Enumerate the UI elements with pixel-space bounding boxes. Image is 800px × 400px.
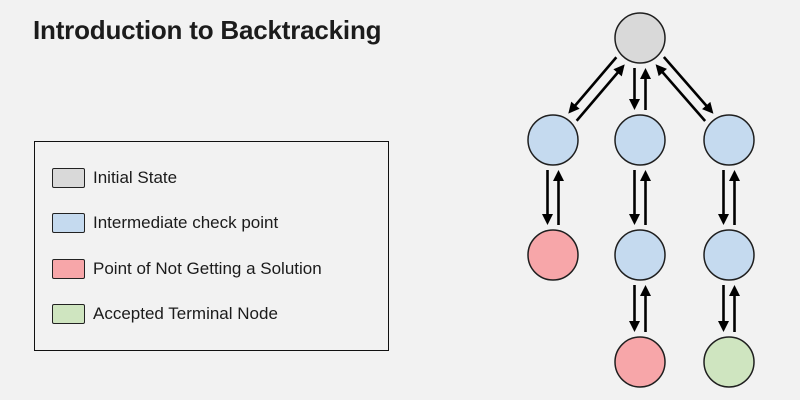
edge-arrow-line bbox=[661, 70, 707, 122]
edge-arrowhead bbox=[718, 321, 729, 332]
legend-item-accepted-terminal-node: Accepted Terminal Node bbox=[52, 304, 388, 325]
edge-arrowhead bbox=[542, 214, 553, 225]
legend-item-intermediate-check-point: Intermediate check point bbox=[52, 213, 388, 234]
no-solution-swatch bbox=[52, 258, 85, 279]
tree-node-n6-intermediate bbox=[703, 229, 755, 281]
tree-node-n7-no_solution bbox=[614, 336, 666, 388]
tree-node-n2-intermediate bbox=[614, 114, 666, 166]
legend-label-intermediate-check-point: Intermediate check point bbox=[93, 213, 279, 233]
edge-arrowhead bbox=[729, 170, 740, 181]
legend-label-initial-state: Initial State bbox=[93, 167, 178, 187]
edge-arrowhead bbox=[640, 285, 651, 296]
edge-arrowhead bbox=[702, 101, 714, 114]
page-title: Introduction to Backtracking bbox=[33, 15, 382, 45]
legend-item-initial-state: Initial State bbox=[52, 167, 388, 188]
edge-arrowhead bbox=[613, 64, 625, 77]
legend-box: Initial State Intermediate check point P… bbox=[34, 141, 389, 351]
edge-arrowhead bbox=[629, 321, 640, 332]
intermediate-check-point-swatch bbox=[52, 213, 85, 234]
edge-arrowhead bbox=[629, 214, 640, 225]
tree-node-n4-no_solution bbox=[527, 229, 579, 281]
initial-state-swatch bbox=[52, 167, 85, 188]
tree-node-n3-intermediate bbox=[703, 114, 755, 166]
edge-arrowhead bbox=[553, 170, 564, 181]
legend-label-no-solution: Point of Not Getting a Solution bbox=[93, 258, 322, 278]
edge-arrowhead bbox=[655, 64, 667, 77]
tree-node-n1-intermediate bbox=[527, 114, 579, 166]
legend-item-no-solution: Point of Not Getting a Solution bbox=[52, 258, 388, 279]
tree-node-n8-accepted bbox=[703, 336, 755, 388]
edge-arrow-line bbox=[573, 56, 618, 107]
edge-arrowhead bbox=[568, 101, 580, 114]
edge-arrow-line bbox=[575, 71, 620, 122]
tree-node-n5-intermediate bbox=[614, 229, 666, 281]
edge-arrowhead bbox=[729, 285, 740, 296]
accepted-terminal-node-swatch bbox=[52, 304, 85, 325]
tree-node-root-initial bbox=[614, 12, 666, 64]
edge-arrowhead bbox=[640, 170, 651, 181]
edge-arrow-line bbox=[662, 56, 708, 108]
edge-arrowhead bbox=[629, 99, 640, 110]
legend-label-accepted-terminal-node: Accepted Terminal Node bbox=[93, 304, 278, 324]
edge-arrowhead bbox=[640, 68, 651, 79]
edge-arrowhead bbox=[718, 214, 729, 225]
